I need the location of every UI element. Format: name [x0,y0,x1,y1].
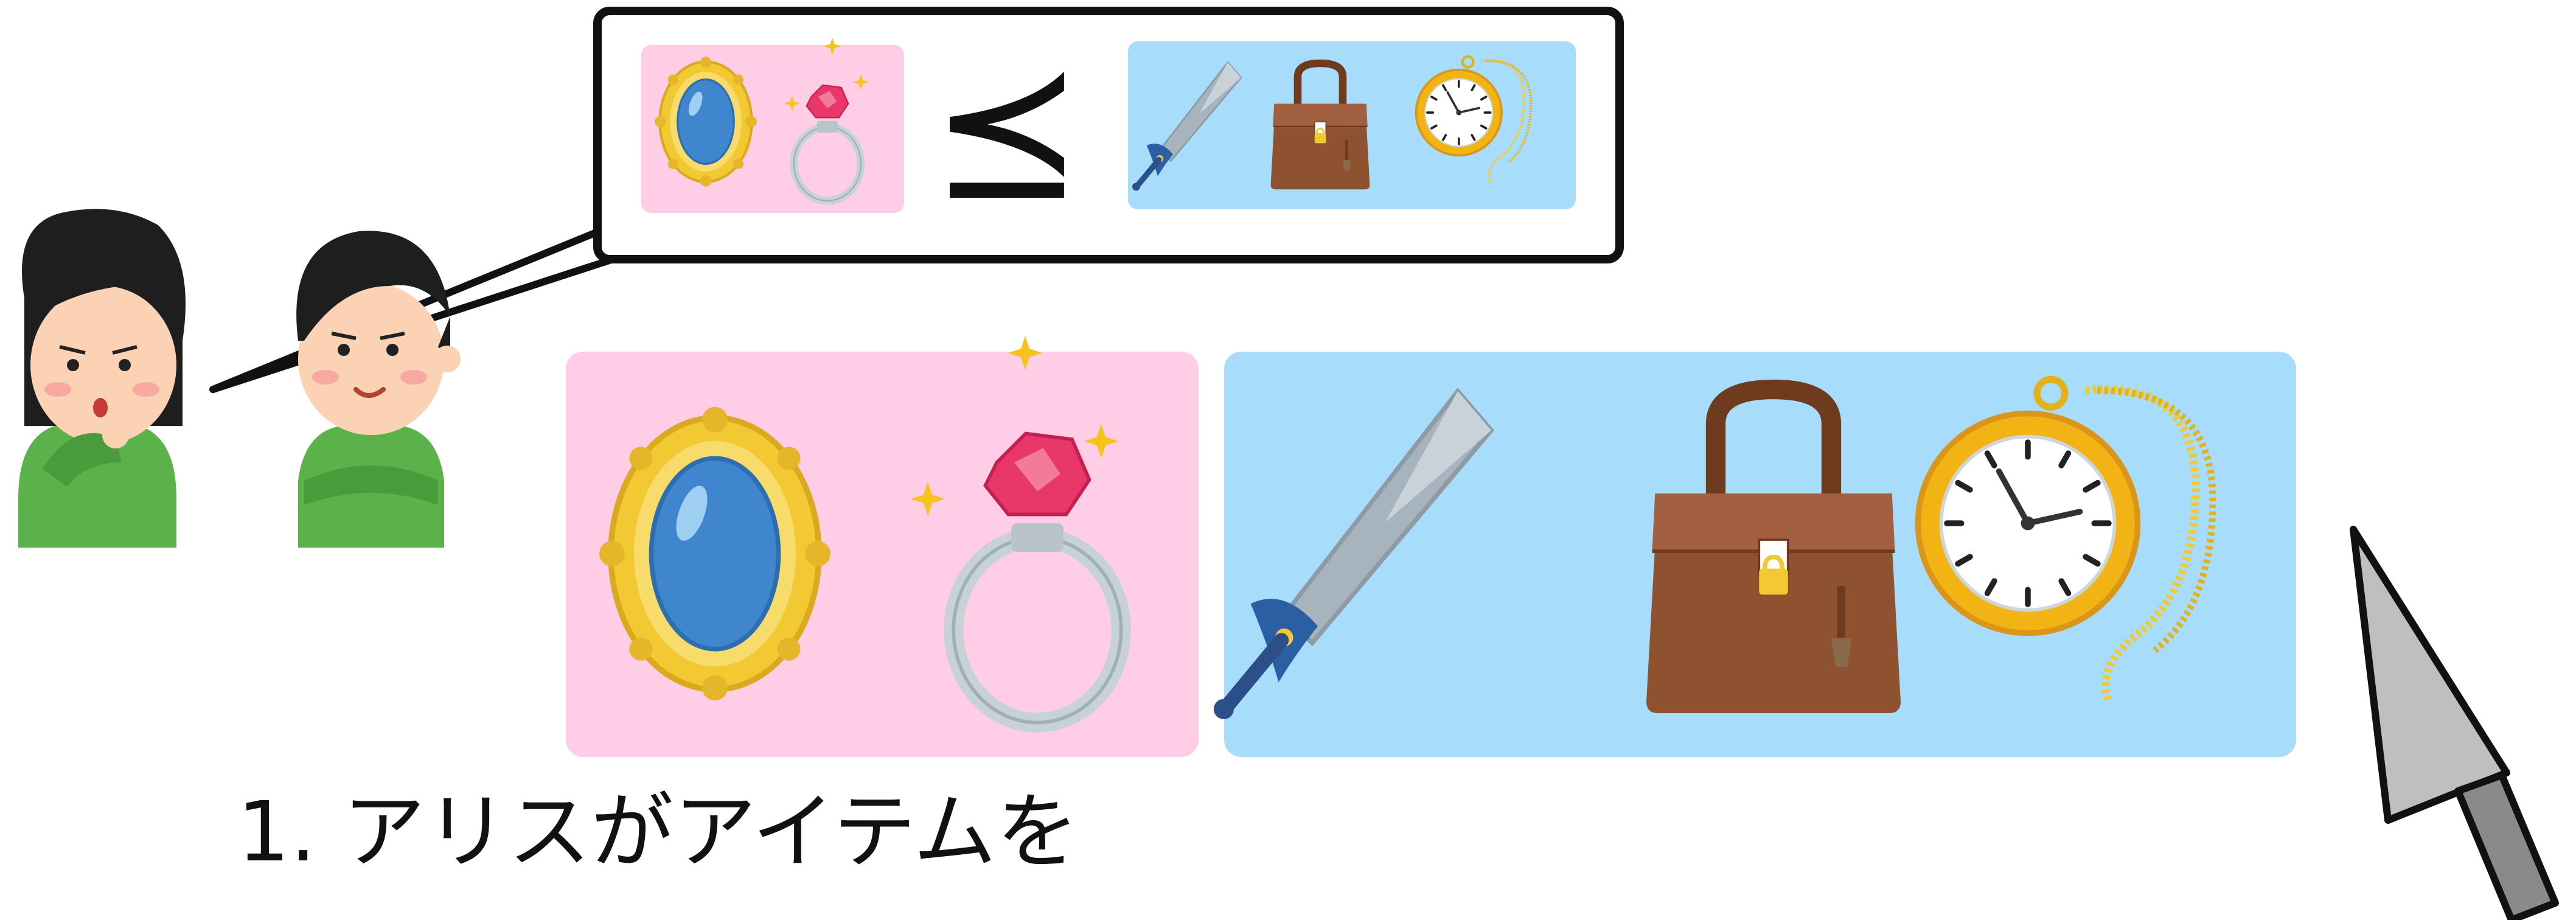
speech-bubble: ⪯ [209,7,1624,393]
brooch-icon [599,407,830,701]
bob-figure [296,231,461,548]
step-caption: 1. アリスがアイテムを [237,784,1079,880]
cursor-arrow-icon [2350,526,2559,920]
main-panel [566,336,2296,757]
alice-figure [18,209,186,548]
comparison-symbol: ⪯ [930,24,1083,237]
brooch-icon [655,57,757,186]
